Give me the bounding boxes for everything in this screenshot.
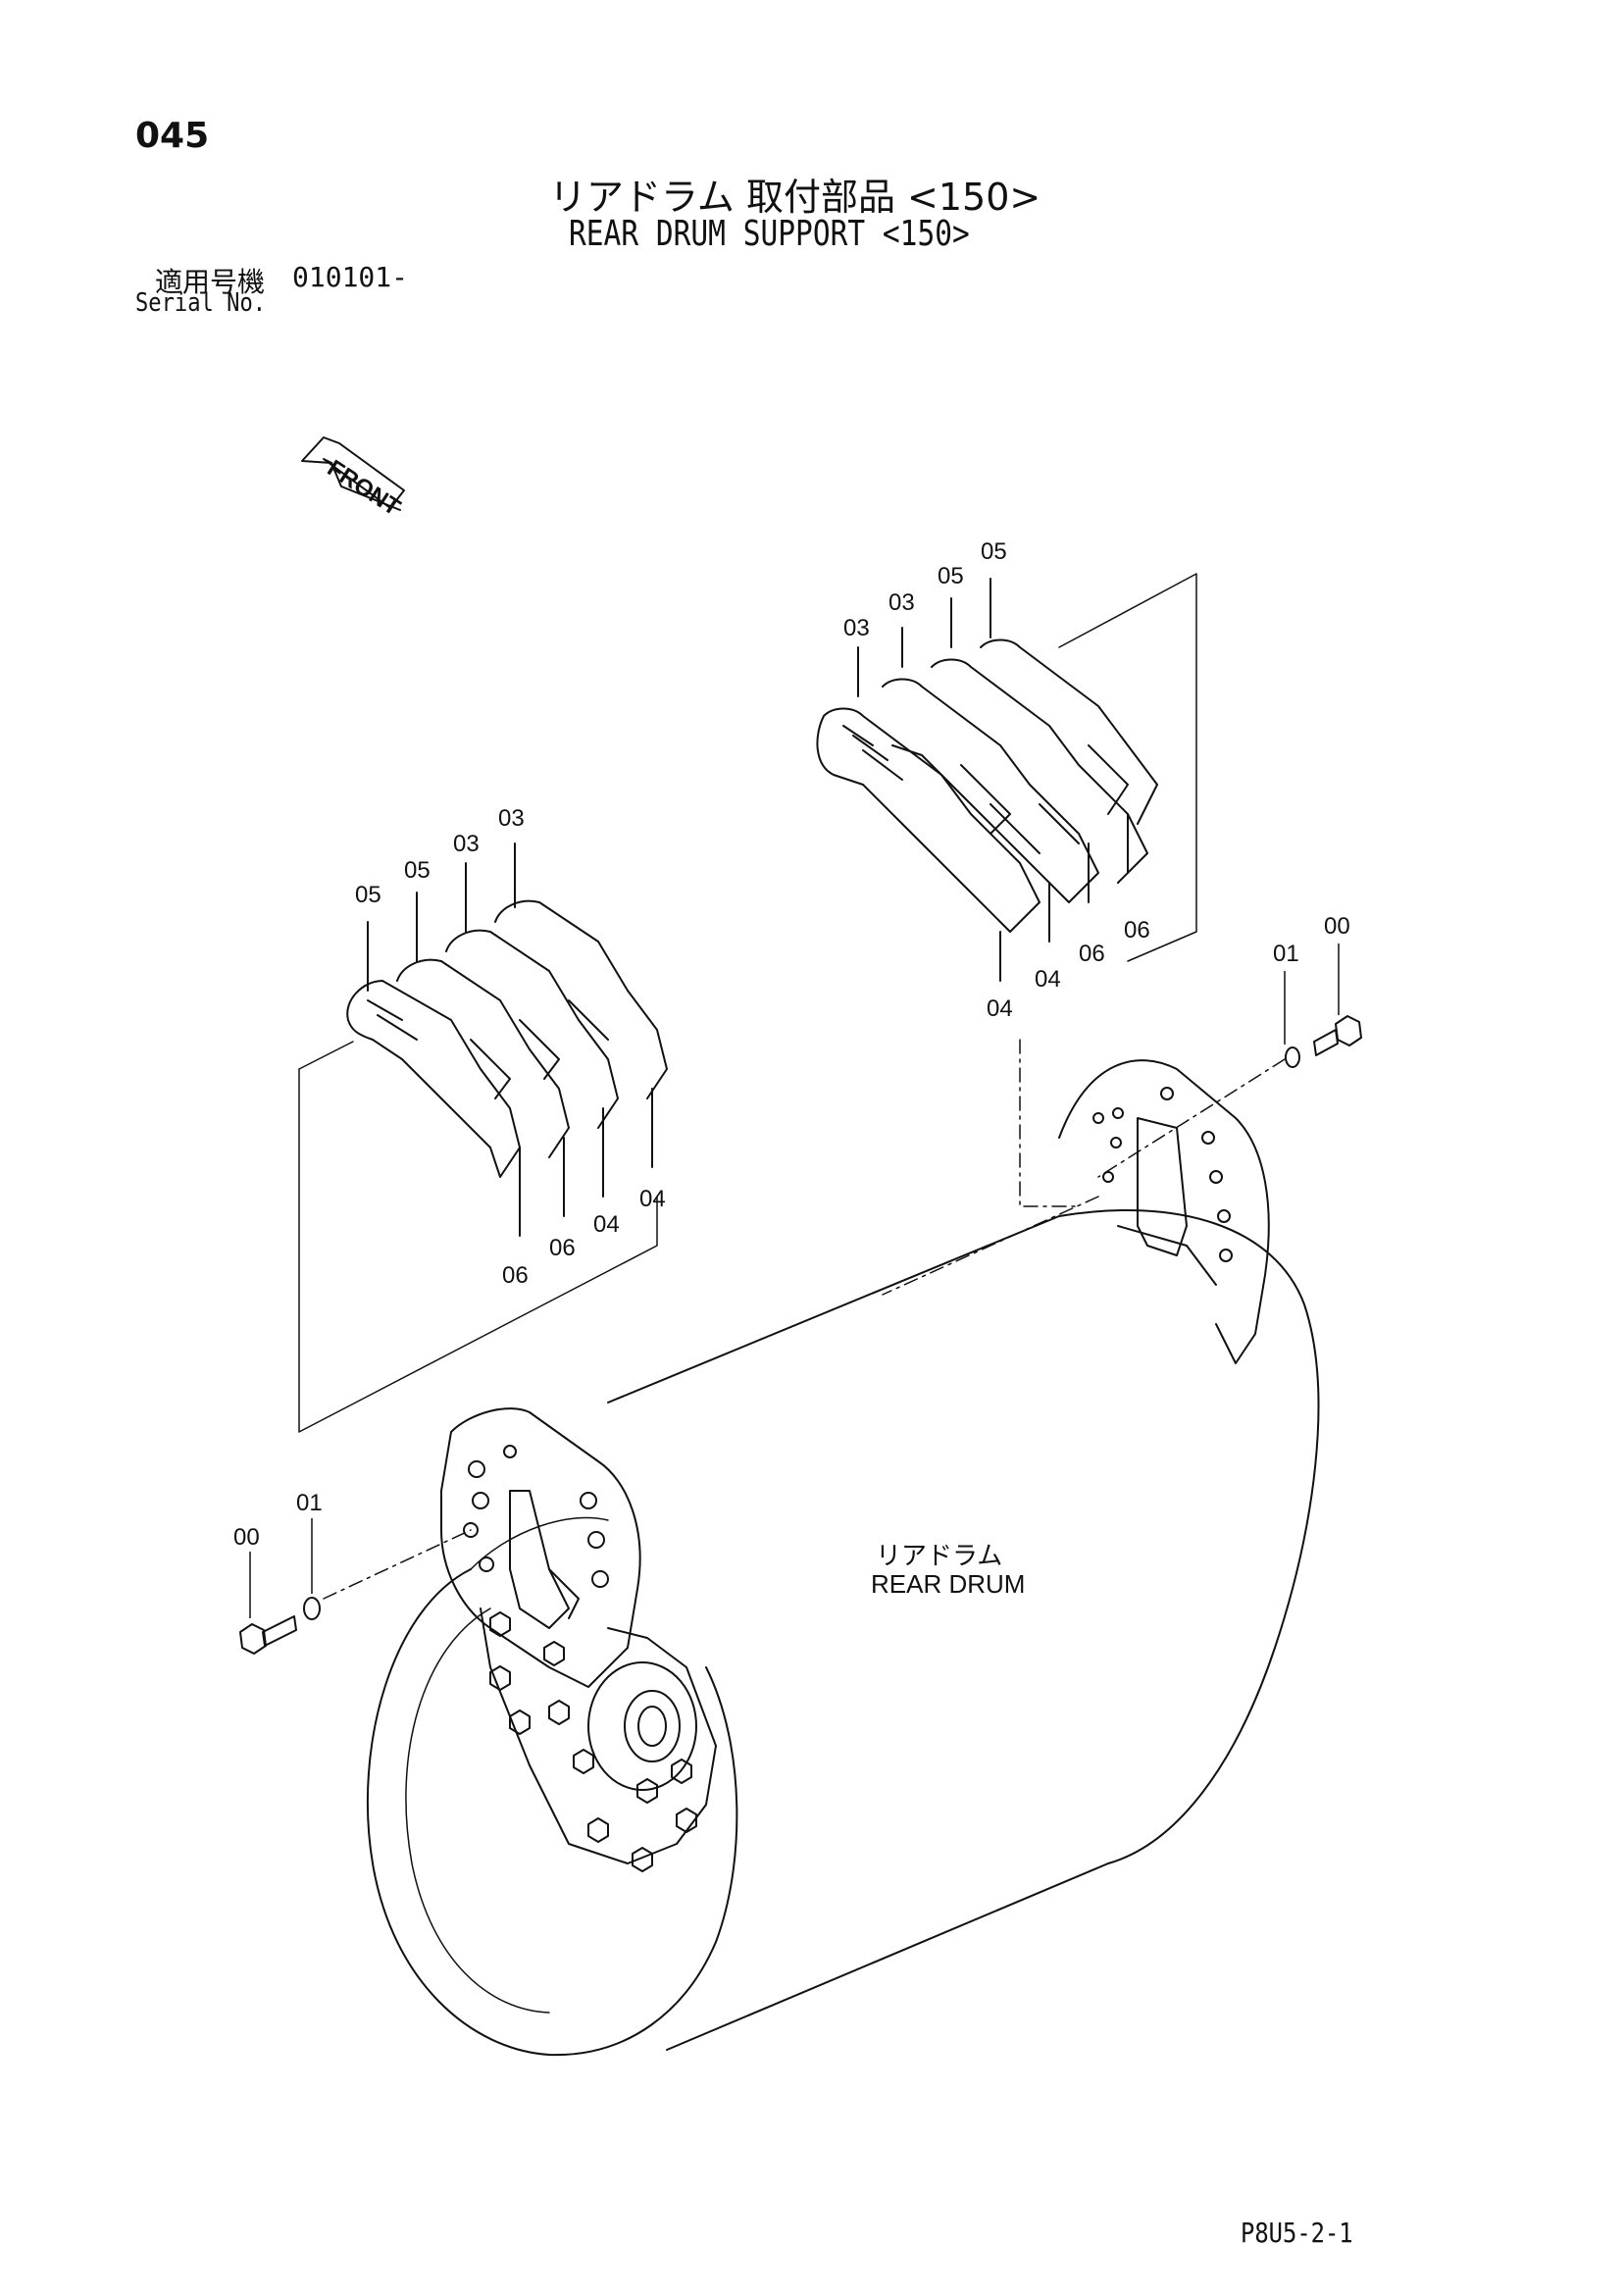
callout-right-top-3: 05 (938, 563, 964, 589)
callout-right-bottom-2: 04 (1035, 966, 1061, 993)
front-arrow-icon: FRONT (301, 436, 405, 522)
callout-right-top-1: 03 (843, 615, 870, 641)
left-plate-stack (298, 842, 668, 1433)
callout-left-top-4: 03 (498, 805, 525, 832)
callout-right-top-4: 05 (981, 538, 1007, 565)
callout-right-bottom-4: 06 (1124, 917, 1150, 944)
serial-label-english: Serial No. (135, 288, 267, 318)
title-english: REAR DRUM SUPPORT <150> (569, 214, 970, 254)
callout-left-top-3: 03 (453, 831, 480, 857)
front-label: FRONT (323, 455, 405, 522)
right-washer-icon (1285, 1046, 1300, 1068)
serial-number-value: 010101- (292, 261, 409, 293)
callout-labels: 03 03 05 05 04 04 06 06 05 05 03 03 06 0… (233, 538, 1350, 1551)
callout-left-top-2: 05 (404, 857, 431, 884)
callout-left-washer: 01 (296, 1490, 323, 1516)
callout-left-bottom-3: 04 (593, 1211, 620, 1238)
callout-left-bottom-2: 06 (549, 1235, 576, 1261)
callout-left-top-1: 05 (355, 882, 381, 908)
rear-drum-body (366, 1209, 1320, 2057)
callout-right-bottom-3: 06 (1079, 941, 1105, 967)
callout-right-top-2: 03 (888, 589, 915, 616)
drum-label-english: REAR DRUM (871, 1569, 1026, 1599)
right-support-bracket (1058, 1059, 1270, 1364)
callout-left-bolt: 00 (233, 1524, 260, 1551)
callout-left-bottom-4: 04 (639, 1186, 666, 1212)
page-number: 045 (135, 116, 210, 156)
drum-label-japanese: リアドラム (876, 1542, 1003, 1571)
drum-hub (480, 1607, 717, 1872)
serial-label-japanese: 適用号機 (155, 266, 266, 298)
callout-right-bolt: 00 (1324, 913, 1350, 940)
callout-right-washer: 01 (1273, 941, 1299, 967)
callout-right-bottom-1: 04 (987, 995, 1013, 1022)
right-bolt-icon (1313, 1015, 1362, 1056)
left-support-bracket (440, 1407, 641, 1688)
left-washer-icon (303, 1597, 321, 1620)
hub-bolt-icons (489, 1611, 697, 1872)
title-japanese: リアドラム 取付部品 <150> (549, 176, 1041, 219)
left-bolt-icon (239, 1615, 297, 1655)
right-plate-stack (816, 573, 1197, 1207)
document-code: P8U5-2-1 (1241, 2217, 1353, 2249)
callout-left-bottom-1: 06 (502, 1262, 529, 1289)
